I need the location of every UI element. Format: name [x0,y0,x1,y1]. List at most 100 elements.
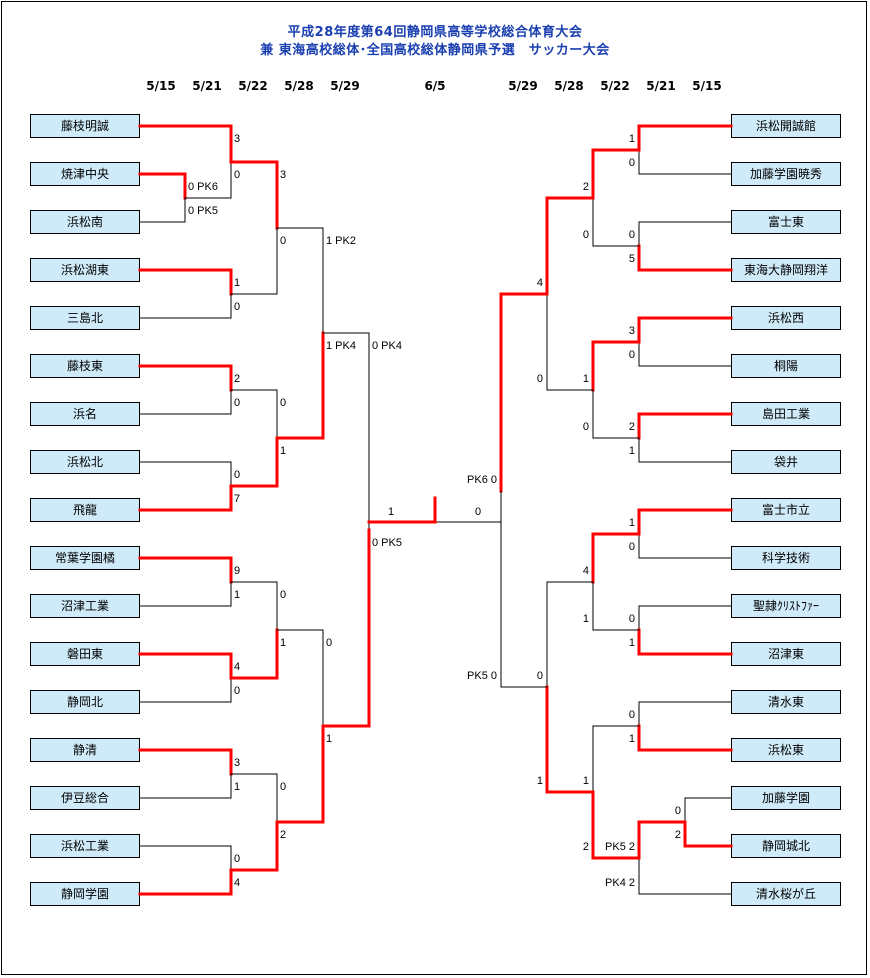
score-label: 1 [280,445,286,457]
team-box-right[interactable]: 東海大静岡翔洋 [731,258,841,282]
tournament-title: 平成28年度第64回静岡県高等学校総合体育大会 [287,25,583,40]
score-label: 1 [234,277,240,289]
team-box-right[interactable]: 桐陽 [731,354,841,378]
score-label: 0 PK5 [188,205,218,217]
score-label: 3 [234,133,240,145]
team-box-right[interactable]: 富士東 [731,210,841,234]
score-label: 1 PK2 [326,235,356,247]
score-label: 1 [583,775,589,787]
date-final: 6/5 [424,79,446,93]
date-right-r4: 5/28 [554,79,584,93]
score-label: 3 [629,325,635,337]
date-left-r5: 5/29 [330,79,360,93]
date-left-r3: 5/22 [238,79,268,93]
score-label: 4 [234,661,240,673]
team-box-right[interactable]: 科学技術 [731,546,841,570]
score-label: 0 [629,229,635,241]
team-box-right[interactable]: 浜松西 [731,306,841,330]
team-box-left[interactable]: 藤枝東 [30,354,140,378]
date-left-r2: 5/21 [192,79,222,93]
score-label: 3 [234,757,240,769]
team-box-left[interactable]: 焼津中央 [30,162,140,186]
score-label: 0 [280,589,286,601]
score-label: 2 [280,829,286,841]
team-box-right[interactable]: 聖隷ｸﾘｽﾄﾌｧｰ [731,594,841,618]
score-label: 2 [234,373,240,385]
team-box-left[interactable]: 藤枝明誠 [30,114,140,138]
score-label: 1 [583,373,589,385]
score-label: 1 [234,781,240,793]
score-label: 5 [629,253,635,265]
score-label: PK4 2 [605,877,635,889]
score-label: 0 [475,506,481,518]
score-label: 0 [280,781,286,793]
score-label: 0 [234,853,240,865]
team-box-left[interactable]: 静清 [30,738,140,762]
score-label: 0 PK5 [372,537,402,549]
team-box-right[interactable]: 富士市立 [731,498,841,522]
score-label: 0 [583,421,589,433]
team-box-right[interactable]: 加藤学園暁秀 [731,162,841,186]
score-label: 1 [629,733,635,745]
score-label: 1 [537,775,543,787]
score-label: 0 [675,805,681,817]
score-label: 0 [234,301,240,313]
score-label: 0 [537,670,543,682]
score-label: 1 [280,637,286,649]
score-label: 2 [675,829,681,841]
team-box-right[interactable]: 袋井 [731,450,841,474]
score-label: 9 [234,565,240,577]
score-label: 1 [234,589,240,601]
score-label: 1 [629,445,635,457]
team-box-right[interactable]: 静岡城北 [731,834,841,858]
score-label: 0 [629,709,635,721]
team-box-left[interactable]: 沼津工業 [30,594,140,618]
score-label: 0 [234,469,240,481]
team-box-right[interactable]: 沼津東 [731,642,841,666]
team-box-right[interactable]: 清水桜が丘 [731,882,841,906]
team-box-right[interactable]: 浜松東 [731,738,841,762]
date-left-r4: 5/28 [284,79,314,93]
score-label: 0 [326,637,332,649]
team-box-left[interactable]: 静岡北 [30,690,140,714]
score-label: 1 [629,637,635,649]
score-label: 1 [629,517,635,529]
score-label: 0 [629,541,635,553]
score-label: 0 [583,229,589,241]
date-right-r1: 5/15 [692,79,722,93]
team-box-left[interactable]: 浜松湖東 [30,258,140,282]
score-label: 7 [234,493,240,505]
team-box-left[interactable]: 常葉学園橘 [30,546,140,570]
team-box-left[interactable]: 浜松北 [30,450,140,474]
score-label: 0 [280,235,286,247]
score-label: 2 [629,421,635,433]
score-label: PK5 2 [605,841,635,853]
score-label: 3 [280,169,286,181]
score-label: 0 [280,397,286,409]
tournament-subtitle: 兼 東海高校総体･全国高校総体静岡県予選 サッカー大会 [260,43,610,58]
team-box-left[interactable]: 浜松南 [30,210,140,234]
score-label: 2 [583,181,589,193]
score-label: 2 [583,841,589,853]
score-label: 1 PK4 [326,340,356,352]
team-box-left[interactable]: 伊豆総合 [30,786,140,810]
score-label: 0 [234,685,240,697]
score-label: 0 [537,373,543,385]
team-box-left[interactable]: 磐田東 [30,642,140,666]
score-label: 0 [629,157,635,169]
score-label: 1 [583,613,589,625]
score-label: 1 [388,506,394,518]
score-label: 0 [234,169,240,181]
score-label: 1 [326,733,332,745]
score-label: 4 [537,277,543,289]
score-label: PK6 0 [467,474,497,486]
score-label: 4 [583,565,589,577]
team-box-right[interactable]: 島田工業 [731,402,841,426]
team-box-left[interactable]: 浜松工業 [30,834,140,858]
date-right-r5: 5/29 [508,79,538,93]
score-label: 0 PK6 [188,181,218,193]
team-box-left[interactable]: 浜名 [30,402,140,426]
team-box-right[interactable]: 清水東 [731,690,841,714]
